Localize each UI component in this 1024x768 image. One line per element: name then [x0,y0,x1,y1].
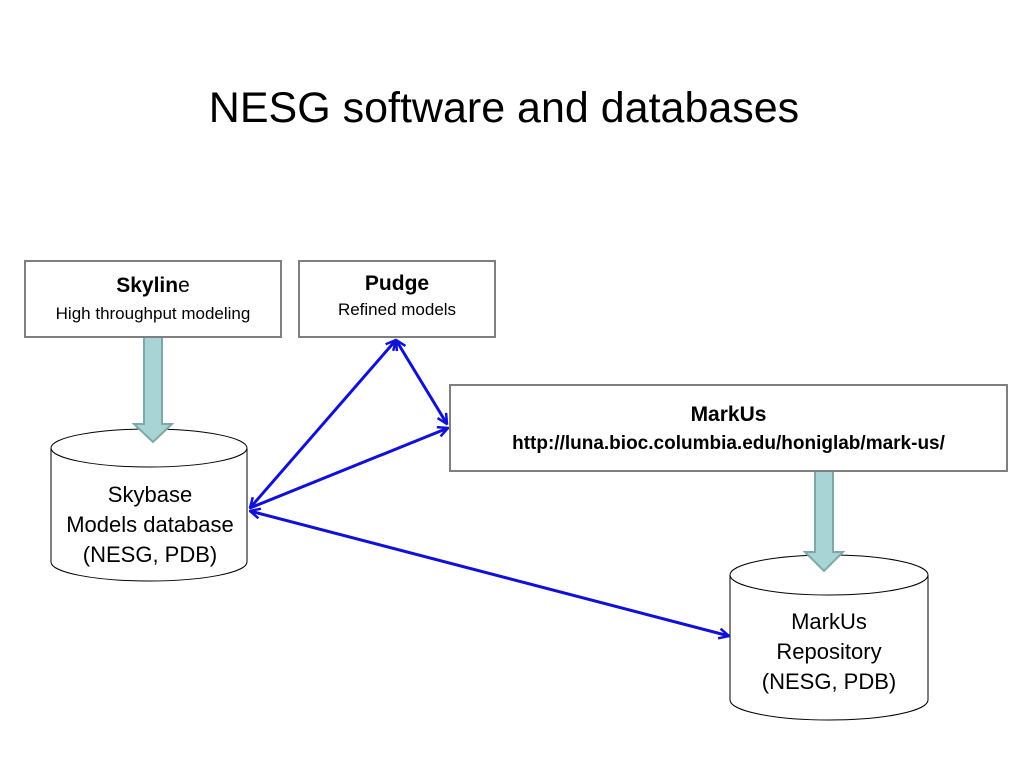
skybase-cylinder [50,428,248,582]
pudge-box: Pudge Refined models [298,260,496,338]
skybase-pudge-connector [250,340,396,508]
repository-line-2: Repository [776,639,882,664]
repository-line-3: (NESG, PDB) [761,669,897,694]
skyline-to-skybase-arrow [131,331,175,444]
skyline-title: Skyline [26,274,280,298]
skyline-title-bold: Skylin [116,274,179,297]
skybase-line-3: (NESG, PDB) [82,542,218,567]
pudge-subtitle: Refined models [337,300,457,319]
markus-repository-label: MarkUs Repository (NESG, PDB) [730,607,928,697]
markus-url[interactable]: http://luna.bioc.columbia.edu/honiglab/m… [512,433,945,454]
skybase-repository-connector [250,511,729,636]
markus-box: MarkUs http://luna.bioc.columbia.edu/hon… [449,384,1008,472]
skybase-markus-connector [249,428,448,510]
skybase-line-1: Skybase [107,482,193,507]
markus-to-repository-arrow [802,463,846,573]
pudge-title: Pudge [364,272,430,295]
skybase-line-2: Models database [66,512,234,537]
skyline-title-rest: e [178,274,190,297]
markus-repository-cylinder [729,554,929,721]
skyline-box: Skyline High throughput modeling [24,260,282,338]
skybase-label: Skybase Models database (NESG, PDB) [50,480,250,570]
slide-title: NESG software and databases [208,84,800,132]
skyline-subtitle: High throughput modeling [55,304,251,323]
markus-title: MarkUs [690,403,767,426]
repository-line-1: MarkUs [791,609,867,634]
pudge-markus-connector [396,340,447,424]
